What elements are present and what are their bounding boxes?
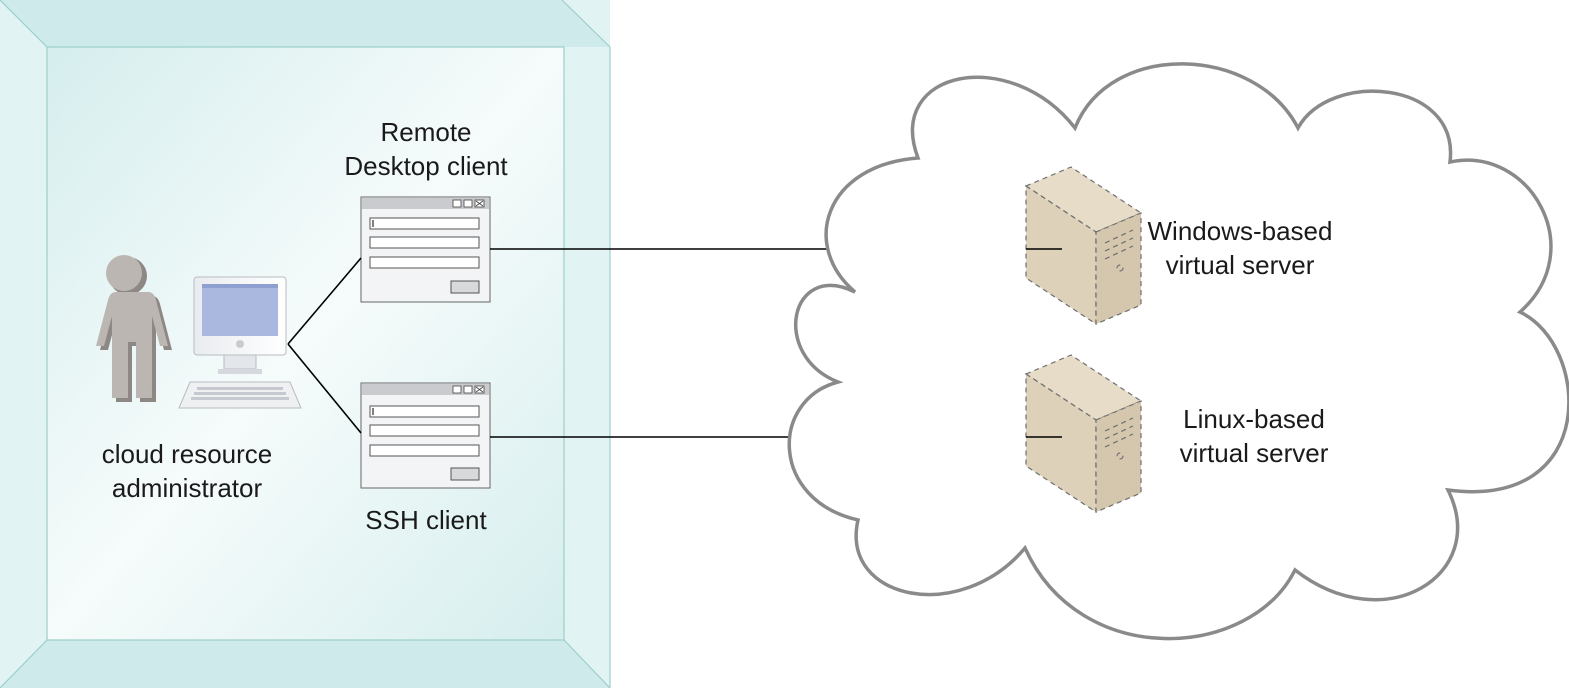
person-icon	[96, 255, 172, 402]
ssh-client-window	[360, 382, 491, 489]
administrator-label-line2: administrator	[111, 473, 263, 503]
linux-server	[1024, 354, 1143, 514]
windows-server-label-line1: Windows-based	[1147, 216, 1333, 246]
linux-server-label-line2: virtual server	[1179, 438, 1329, 468]
connector-computer-rdp	[287, 257, 362, 345]
rdp-client-window	[360, 196, 491, 303]
computer-icon	[178, 276, 302, 409]
ssh-client-label: SSH client	[326, 503, 526, 537]
window-icon	[360, 382, 491, 489]
connector-computer-ssh	[287, 343, 362, 434]
rdp-client-label-line2: Desktop client	[344, 151, 508, 181]
windows-server-label-line2: virtual server	[1165, 250, 1315, 280]
rdp-client-label: Remote Desktop client	[326, 115, 526, 183]
window-icon	[360, 196, 491, 303]
server-icon	[1024, 166, 1143, 326]
connectors	[287, 248, 1062, 438]
windows-server	[1024, 166, 1143, 326]
server-icon	[1024, 354, 1143, 514]
rdp-client-label-line1: Remote	[380, 117, 472, 147]
administrator-label: cloud resource administrator	[72, 437, 302, 505]
windows-server-label: Windows-based virtual server	[1140, 214, 1340, 282]
ssh-client-label-text: SSH client	[365, 505, 487, 535]
on-premise-room	[0, 0, 611, 688]
linux-server-label-line1: Linux-based	[1183, 404, 1325, 434]
administrator-label-line1: cloud resource	[101, 439, 273, 469]
linux-server-label: Linux-based virtual server	[1154, 402, 1354, 470]
cloud-icon	[787, 62, 1569, 641]
